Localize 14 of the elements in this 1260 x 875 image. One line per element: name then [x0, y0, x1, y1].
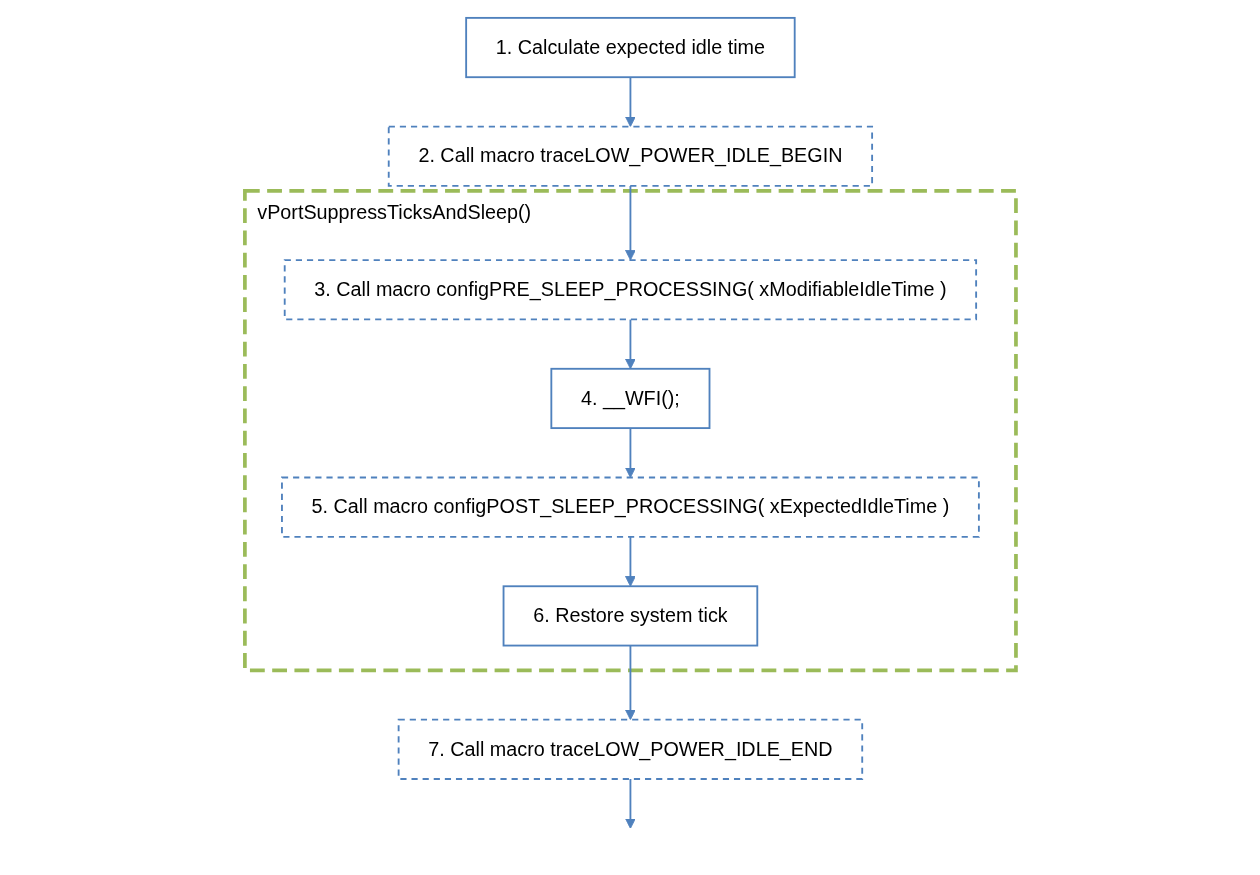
- arrow: [624, 644, 636, 720]
- node-box: 3. Call macro configPRE_SLEEP_PROCESSING( xModifiableIdleTime ): [283, 258, 977, 320]
- arrow: [624, 75, 636, 127]
- arrow: [624, 426, 636, 478]
- node-box: 6. Restore system tick: [502, 584, 758, 646]
- node-box: 5. Call macro configPOST_SLEEP_PROCESSING( xExpectedIdleTime ): [280, 476, 980, 538]
- node-box: 7. Call macro traceLOW_POWER_IDLE_END: [397, 718, 863, 780]
- node-box: 4. __WFI();: [550, 367, 710, 429]
- node-box: 2. Call macro traceLOW_POWER_IDLE_BEGIN: [387, 125, 873, 187]
- arrow: [624, 777, 636, 829]
- arrow: [624, 317, 636, 369]
- arrow: [624, 184, 636, 261]
- arrow: [624, 535, 636, 587]
- node-box: 1. Calculate expected idle time: [464, 16, 796, 78]
